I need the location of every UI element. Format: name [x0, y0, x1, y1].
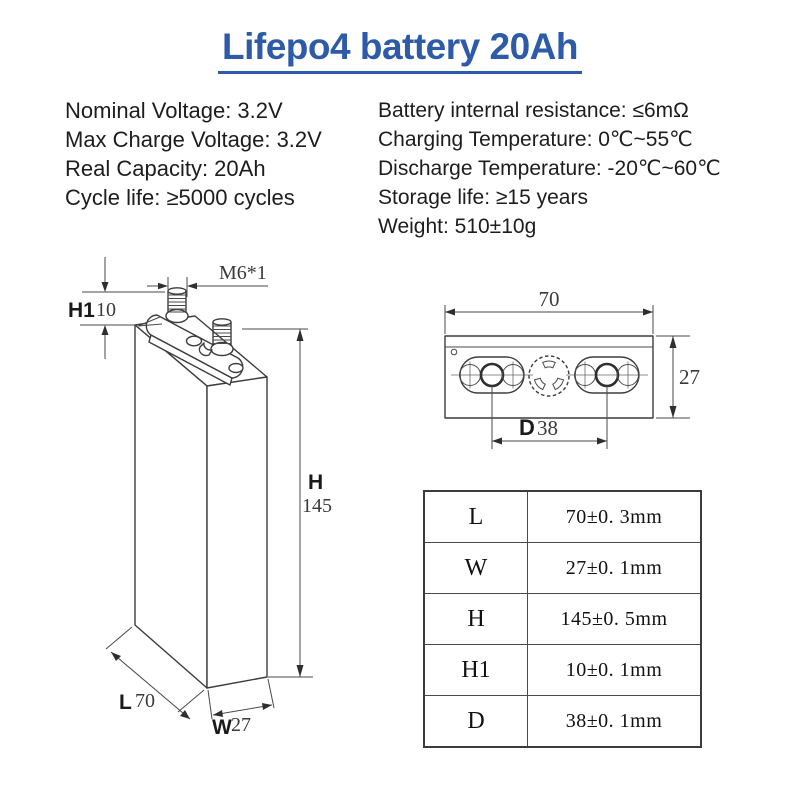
terminal-stud-left — [165, 287, 189, 324]
dim-d-label: D — [519, 415, 535, 440]
table-row: D 38±0. 1mm — [423, 695, 702, 748]
dim-label-cell: D — [423, 695, 528, 748]
dimensions-table: L 70±0. 3mm W 27±0. 1mm H 145±0. 5mm H1 … — [423, 490, 702, 748]
spec-charging-temperature: Charging Temperature: 0℃~55℃ — [378, 128, 693, 151]
vent-circle — [528, 355, 570, 397]
dimension-w: W 27 — [207, 678, 275, 739]
terminal-group-right — [566, 356, 648, 394]
dim-w-label: W — [212, 716, 232, 739]
spec-list-left: Nominal Voltage: 3.2V Max Charge Voltage… — [65, 96, 322, 212]
dim-h1-value: 10 — [96, 299, 116, 321]
spec-real-capacity: Real Capacity: 20Ah — [65, 156, 266, 181]
battery-front-face — [134, 324, 208, 689]
dim-value-cell: 70±0. 3mm — [527, 490, 702, 543]
dimension-top-width: 70 — [444, 287, 654, 334]
table-row: W 27±0. 1mm — [423, 542, 702, 594]
dim-value-cell: 27±0. 1mm — [527, 542, 702, 594]
spec-list-right: Battery internal resistance: ≤6mΩ Chargi… — [378, 96, 721, 241]
block-hole-right — [228, 362, 244, 374]
dim-h-value: 145 — [302, 495, 332, 517]
dimension-h1: H1 10 — [68, 257, 165, 359]
spec-max-charge-voltage: Max Charge Voltage: 3.2V — [65, 127, 322, 152]
dim-w-value: 27 — [231, 714, 251, 736]
dim-h-label: H — [308, 471, 323, 494]
dim-label-cell: H — [423, 593, 528, 645]
block-hole-left — [185, 335, 203, 347]
dim-label-cell: W — [423, 542, 528, 594]
dimension-top-depth: 27 — [656, 335, 700, 419]
dim-d-value: 38 — [537, 416, 558, 440]
terminal-group-left — [451, 356, 533, 394]
spec-discharge-temperature: Discharge Temperature: -20℃~60℃ — [378, 157, 721, 180]
dim-label-cell: L — [423, 490, 528, 543]
dim-l-value: 70 — [135, 690, 155, 712]
dim-thread-label: M6*1 — [219, 262, 267, 284]
leader-lines — [137, 316, 163, 327]
terminal-block — [145, 314, 244, 379]
dim-value-cell: 38±0. 1mm — [527, 695, 702, 748]
spec-weight: Weight: 510±10g — [378, 215, 537, 238]
spec-nominal-voltage: Nominal Voltage: 3.2V — [65, 98, 283, 123]
battery-top-view-drawing: 70 27 D 38 — [444, 287, 700, 449]
dim-value-cell: 145±0. 5mm — [527, 593, 702, 645]
battery-3d-drawing: H1 10 M6*1 H 145 L 70 — [68, 257, 332, 739]
battery-side-face — [206, 376, 268, 689]
spec-storage-life: Storage life: ≥15 years — [378, 186, 588, 209]
dimension-thread: M6*1 — [147, 262, 268, 297]
page-title-text: Lifepo4 battery 20Ah — [218, 26, 582, 74]
top-view-pinhole — [450, 348, 458, 356]
dim-value-cell: 10±0. 1mm — [527, 644, 702, 696]
dim-l-label: L — [119, 691, 132, 714]
terminal-stud-right — [210, 318, 234, 357]
page-title: Lifepo4 battery 20Ah — [0, 26, 800, 74]
dim-top-depth-value: 27 — [679, 365, 700, 389]
spec-internal-resistance: Battery internal resistance: ≤6mΩ — [378, 99, 689, 122]
dimension-l: L 70 — [105, 626, 205, 720]
table-row: L 70±0. 3mm — [423, 490, 702, 543]
spec-cycle-life: Cycle life: ≥5000 cycles — [65, 185, 295, 210]
block-notch — [198, 342, 213, 357]
table-row: H1 10±0. 1mm — [423, 644, 702, 696]
dim-label-cell: H1 — [423, 644, 528, 696]
dimension-d: D 38 — [491, 386, 608, 449]
dimension-h: H 145 — [242, 328, 332, 678]
table-row: H 145±0. 5mm — [423, 593, 702, 645]
dim-top-width-value: 70 — [539, 287, 560, 311]
dim-h1-label: H1 — [68, 299, 95, 322]
